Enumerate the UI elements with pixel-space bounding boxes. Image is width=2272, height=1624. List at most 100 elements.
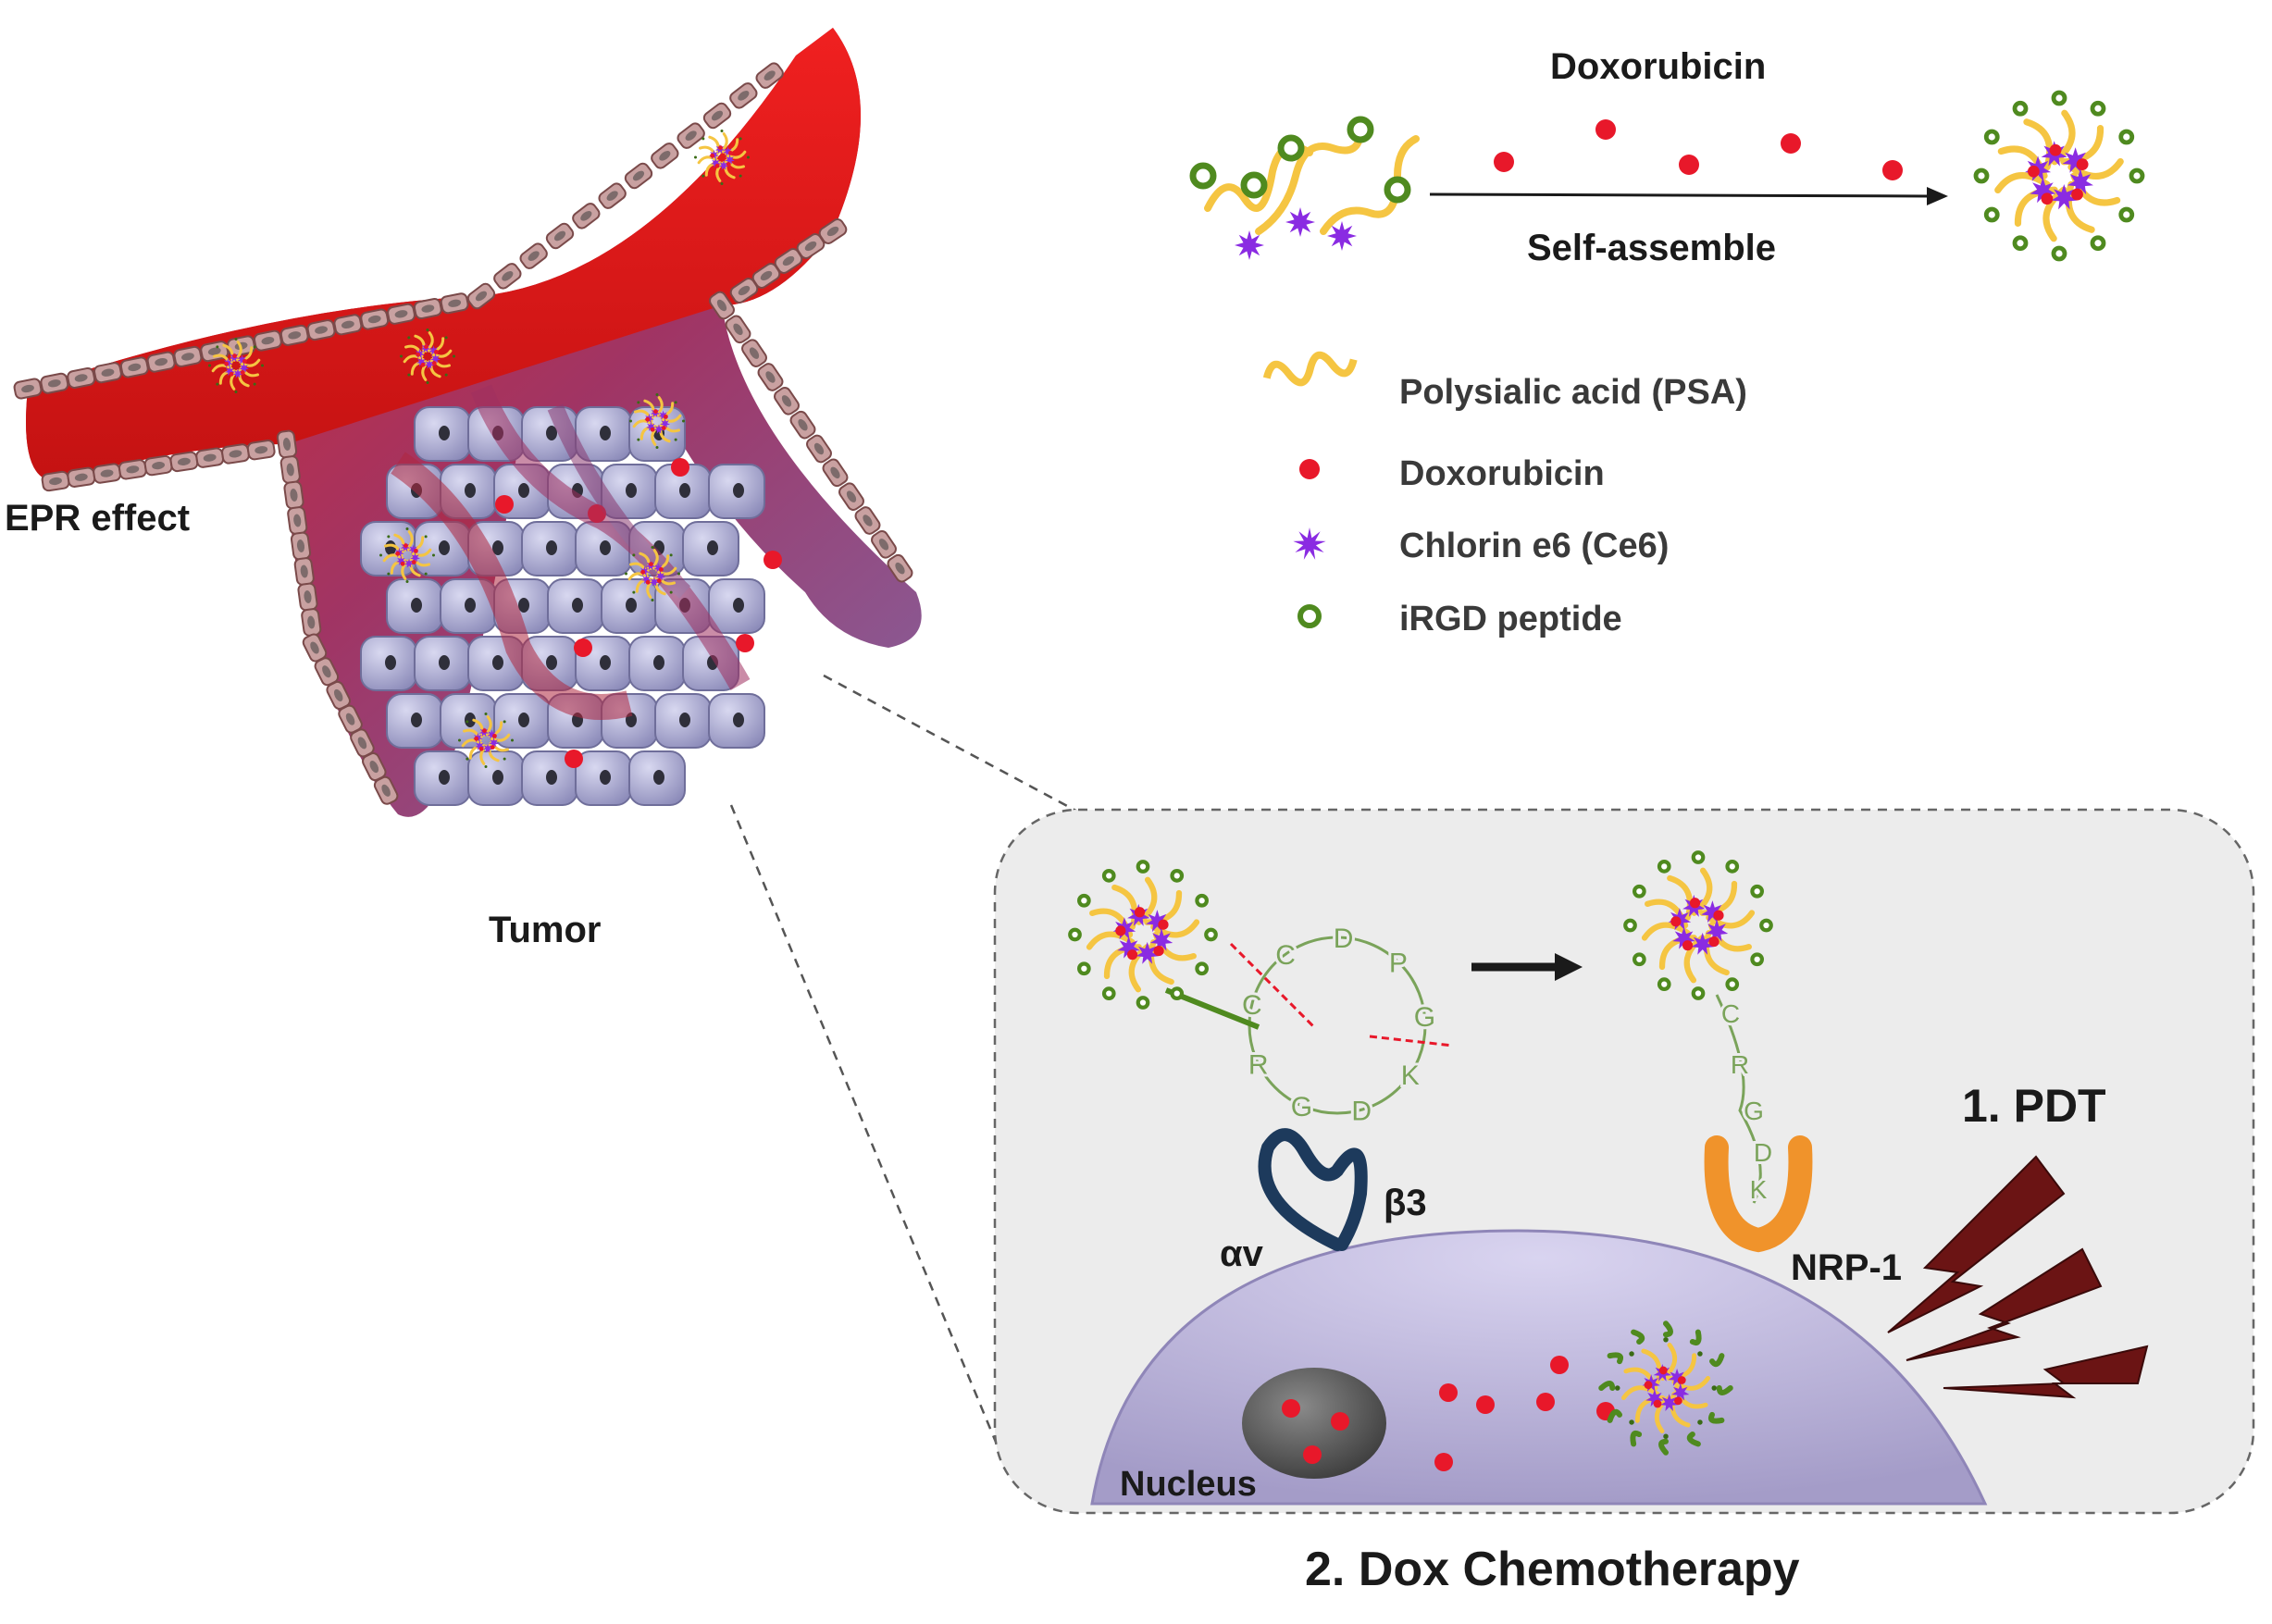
endothelial-cell — [651, 143, 679, 169]
endothelial-cell — [118, 459, 147, 480]
endothelial-cell — [822, 458, 849, 488]
endothelial-cell — [333, 314, 363, 336]
endothelial-cell — [290, 531, 312, 561]
tumor-cell — [708, 464, 765, 519]
psa-nanoparticle — [400, 329, 455, 384]
endothelial-cell — [326, 680, 351, 710]
self-assemble-arrow — [1429, 187, 1948, 205]
chain-residue-letter: G — [1744, 1097, 1764, 1125]
tumor-cell — [575, 406, 632, 462]
zoom-lines — [729, 674, 1084, 1463]
doxorubicin-dot — [736, 634, 754, 652]
endothelial-cell — [146, 351, 176, 373]
chain-residue-letter: K — [1750, 1175, 1768, 1204]
doxorubicin-dot — [1595, 119, 1616, 140]
chemotherapy-label: 2. Dox Chemotherapy — [1305, 1543, 1800, 1596]
endothelial-cell — [725, 315, 751, 344]
tumor-cell — [521, 521, 578, 576]
ring-residue-letter: D — [1351, 1096, 1372, 1126]
nucleus-label: Nucleus — [1120, 1465, 1257, 1504]
endothelial-cell — [871, 530, 897, 559]
alpha-v-label: αv — [1220, 1233, 1263, 1274]
endothelial-cell — [195, 447, 225, 468]
endothelial-cell — [413, 298, 442, 320]
doxorubicin-dot — [1781, 133, 1801, 154]
ring-residue-letter: R — [1248, 1050, 1269, 1081]
doxorubicin-dot — [1679, 155, 1699, 175]
tumor-cell — [360, 636, 417, 691]
psa-nanoparticle — [379, 527, 435, 583]
epr-effect-label: EPR effect — [5, 498, 191, 539]
ring-residue-letter: C — [1275, 940, 1296, 971]
doxorubicin-dot — [1550, 1356, 1569, 1374]
target-cell — [1090, 1229, 1988, 1506]
endothelial-cell — [169, 451, 199, 473]
free-psa-polymer — [1189, 116, 1420, 260]
doxorubicin-dot — [1439, 1383, 1458, 1402]
ring-residue-letter: G — [1291, 1092, 1312, 1122]
cleavage-marks — [1229, 942, 1454, 1048]
integrin-receptor — [1258, 1128, 1368, 1251]
endothelial-cell — [67, 466, 96, 488]
endothelial-cell — [387, 303, 416, 325]
nucleus — [1242, 1368, 1386, 1479]
chain-residue-letter: R — [1731, 1050, 1749, 1079]
endothelial-cell — [253, 329, 282, 352]
psa-nanoparticle — [1068, 860, 1218, 1010]
endothelial-cell — [287, 506, 308, 535]
doxorubicin-dot — [1303, 1445, 1322, 1464]
endothelial-cell — [283, 480, 304, 510]
tumor-cell — [414, 636, 471, 691]
legend-label-ce6: Chlorin e6 (Ce6) — [1399, 527, 1670, 565]
endothelial-cell — [757, 363, 784, 391]
tumor-cell — [654, 693, 712, 749]
endothelial-cell — [729, 278, 759, 304]
nrp1-label: NRP-1 — [1791, 1247, 1903, 1288]
endothelial-cell — [143, 454, 173, 477]
doxorubicin-dot — [671, 458, 689, 477]
psa-nanoparticle — [1615, 1337, 1717, 1439]
released-doxorubicin — [1282, 1356, 1615, 1471]
chain-residue-letter: D — [1754, 1138, 1772, 1167]
tumor-cell — [386, 693, 443, 749]
doxorubicin-dot — [565, 750, 583, 768]
endothelial-cell — [806, 434, 832, 464]
endothelial-cell — [624, 162, 653, 190]
endothelial-cell — [887, 553, 913, 583]
cleavage-arrow — [1471, 953, 1583, 981]
tumor-cell — [628, 636, 686, 691]
endothelial-cell — [789, 410, 816, 440]
doxorubicin-dot — [1434, 1453, 1453, 1471]
tumor-cell — [547, 578, 604, 634]
endothelial-cell — [360, 308, 390, 330]
endothelial-cell — [40, 372, 69, 394]
endothelial-cell — [709, 291, 735, 320]
endothelial-cell — [297, 582, 318, 612]
tumor-label: Tumor — [489, 910, 602, 950]
nanoparticles — [208, 90, 2145, 1456]
endothelial-cell — [838, 482, 864, 511]
endothelial-cell — [173, 345, 203, 367]
endothelial-cell — [93, 463, 121, 484]
pdt-light-bolts — [1887, 1155, 2149, 1399]
endothelial-cell — [440, 292, 469, 315]
endothelial-cell — [854, 506, 881, 535]
endothelial-wall — [13, 62, 913, 805]
psa-nanoparticle — [1623, 850, 1773, 1000]
free-doxorubicin-dots — [1494, 119, 1903, 180]
endothelial-cell — [755, 62, 784, 89]
endothelial-cell — [350, 728, 375, 758]
endothelial-cell — [774, 387, 800, 415]
endothelial-cell — [493, 263, 522, 290]
ring-residue-letter: D — [1334, 924, 1354, 954]
endothelial-cell — [702, 102, 732, 130]
doxorubicin-dot — [495, 495, 514, 514]
tumor-cell — [575, 750, 632, 806]
tumor-cell — [521, 750, 578, 806]
endothelial-cell — [677, 122, 705, 149]
endothelial-cell — [276, 429, 298, 459]
ring-residue-letter: C — [1242, 990, 1262, 1021]
endothelial-cell — [373, 775, 399, 805]
